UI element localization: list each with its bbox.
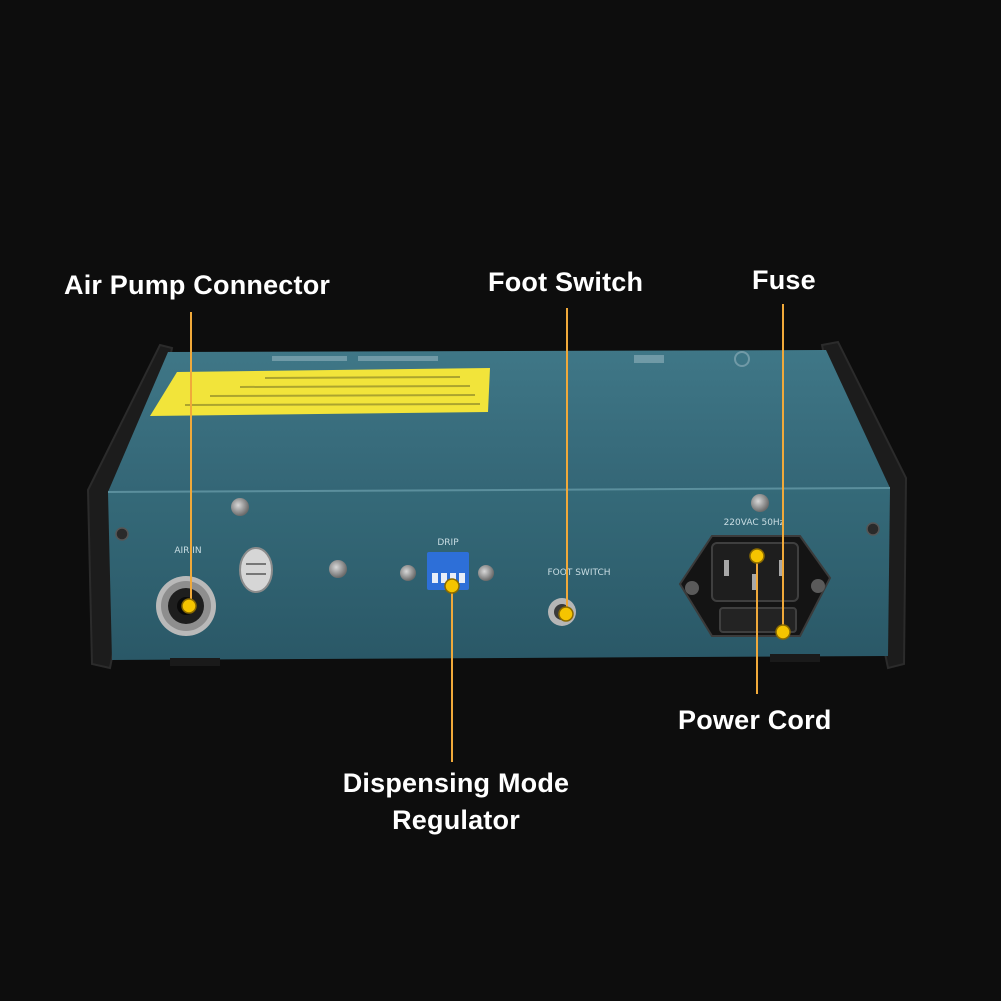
- dip-switch: [427, 552, 469, 590]
- leader-lines: [190, 304, 784, 762]
- marker-power-cord: [749, 548, 765, 564]
- dispensing-mode-regulator-line1: Dispensing Mode: [342, 768, 570, 798]
- foot-left: [170, 658, 220, 666]
- air-pump-connector-label: Air Pump Connector: [64, 270, 331, 300]
- marker-dispensing: [444, 578, 460, 594]
- air-in-print: AIR IN: [174, 546, 201, 556]
- drip-print: DRIP: [437, 538, 459, 548]
- foot-right: [770, 654, 820, 662]
- marker-fuse: [775, 624, 791, 640]
- callout-markers: [181, 548, 791, 640]
- rear-face: [108, 488, 890, 660]
- marker-foot-switch: [558, 606, 574, 622]
- dispensing-mode-regulator-line2: Regulator: [392, 805, 520, 835]
- cap-screw-right: [866, 522, 880, 536]
- housing-top-face: [108, 350, 890, 492]
- foot-switch-print: FOOT SWITCH: [548, 568, 611, 578]
- voltage-print: 220VAC 50Hz: [724, 518, 785, 528]
- top-face-prints: [272, 351, 750, 367]
- fuse-label: Fuse: [752, 265, 816, 295]
- warning-sticker: [150, 368, 490, 416]
- panel-screws: [231, 494, 769, 581]
- cap-screw-left: [115, 527, 129, 541]
- power-inlet-module: [678, 535, 832, 637]
- dispensing-mode-regulator-label: Dispensing Mode Regulator: [338, 765, 574, 839]
- foot-switch-label: Foot Switch: [488, 267, 644, 297]
- power-cord-label: Power Cord: [678, 705, 832, 735]
- qc-passed-sticker: [239, 547, 273, 593]
- marker-air-pump: [181, 598, 197, 614]
